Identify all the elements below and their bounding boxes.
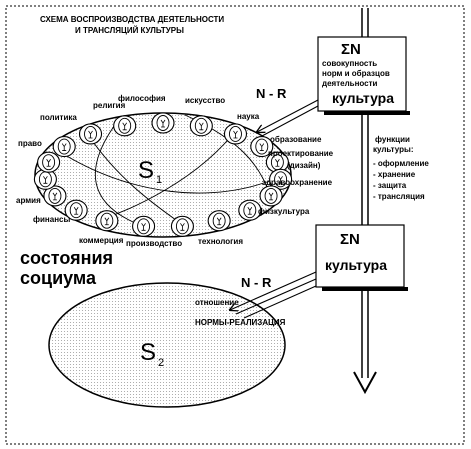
culture-functions: функции культуры: - оформление - хранени… — [373, 135, 429, 201]
label-science: наука — [237, 112, 260, 121]
activity-circle — [250, 136, 274, 158]
label-politics: политика — [40, 113, 77, 122]
activity-circle — [207, 210, 231, 232]
s2-letter: S — [140, 339, 156, 366]
s2-ellipse — [48, 282, 286, 408]
s2-subscript: 2 — [158, 357, 164, 369]
label-law: право — [18, 139, 42, 148]
activity-circle — [269, 168, 293, 190]
label-religion: религия — [93, 101, 126, 110]
label-finance: финансы — [33, 215, 70, 224]
activity-circle — [132, 215, 156, 237]
activity-circle — [113, 115, 137, 137]
activity-circle — [151, 112, 175, 134]
nr-mid-connector — [230, 271, 317, 319]
label-production: производство — [126, 239, 182, 248]
activity-circle — [259, 185, 283, 207]
title-line-2: И ТРАНСЛЯЦИЙ КУЛЬТУРЫ — [75, 26, 184, 35]
activity-circle — [189, 115, 213, 137]
outer-frame — [5, 5, 465, 445]
function-item-3: - защита — [373, 181, 407, 190]
label-healthcare: здравоохранение — [262, 178, 333, 187]
label-commerce: коммерция — [79, 236, 124, 245]
states-line-1: состояния — [20, 248, 113, 268]
nr-mid-label: N - R — [241, 275, 272, 290]
s1-letter: S — [138, 157, 154, 184]
top-box-line3: деятельности — [322, 79, 378, 88]
activity-circle — [64, 199, 88, 221]
activity-circle — [170, 215, 194, 237]
label-technology: технология — [198, 237, 243, 246]
label-education: образование — [270, 135, 322, 144]
activity-circle — [43, 185, 67, 207]
relation-line-1: отношение — [195, 298, 239, 307]
label-design: проектирование — [268, 149, 334, 158]
s1-subscript: 1 — [156, 174, 162, 186]
nr-top-label: N - R — [256, 86, 287, 101]
function-item-4: - трансляция — [373, 192, 425, 201]
functions-header-2: культуры: — [373, 145, 414, 154]
nr-top-connector — [257, 99, 319, 137]
mid-sigma: ΣN — [340, 231, 360, 248]
culture-box-top: ΣN совокупность норм и образцов деятельн… — [317, 36, 410, 115]
title-line-1: СХЕМА ВОСПРОИЗВОДСТВА ДЕЯТЕЛЬНОСТИ — [40, 15, 224, 24]
function-item-1: - оформление — [373, 159, 429, 168]
activity-circle — [95, 210, 119, 232]
top-box-culture: культура — [332, 90, 394, 106]
label-design-paren: (дизайн) — [287, 161, 321, 170]
activity-ring — [33, 112, 293, 237]
top-box-line2: норм и образцов — [322, 69, 390, 78]
label-art: искусство — [185, 96, 225, 105]
activity-circle — [78, 123, 103, 145]
culture-box-mid: ΣN культура — [315, 224, 408, 291]
states-line-2: социума — [20, 268, 97, 288]
functions-header-1: функции — [375, 135, 410, 144]
activity-circle — [265, 151, 289, 173]
activity-circle — [52, 136, 76, 158]
label-army: армия — [16, 196, 41, 205]
activity-circle — [223, 123, 248, 145]
top-box-line1: совокупность — [322, 59, 377, 68]
label-philosophy: философия — [118, 94, 166, 103]
activity-circle — [238, 199, 262, 221]
activity-circle — [37, 151, 61, 173]
function-item-2: - хранение — [373, 170, 416, 179]
relation-line-2: НОРМЫ-РЕАЛИЗАЦИЯ — [195, 318, 286, 327]
label-sport: физкультура — [258, 207, 310, 216]
top-sigma: ΣN — [341, 41, 361, 58]
mid-box-culture: культура — [325, 257, 387, 273]
